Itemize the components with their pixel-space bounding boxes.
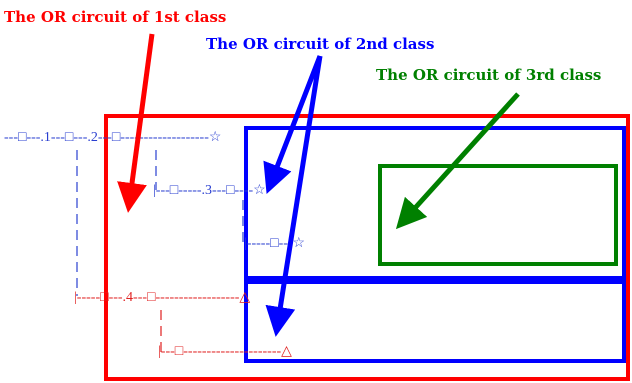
tree-row-3: |-----□---☆ bbox=[244, 236, 305, 251]
tree-row-1: ---□---.1---□---.2---□------------------… bbox=[4, 130, 221, 145]
class1-label: The OR circuit of 1st class bbox=[4, 8, 226, 26]
class2-arrow-upper bbox=[263, 55, 323, 194]
class2-arrow-lower bbox=[265, 55, 323, 337]
class3-arrow bbox=[395, 92, 520, 230]
tree-row-4: |-----□---.4---□------------------△ bbox=[74, 290, 250, 305]
class3-box bbox=[378, 164, 618, 266]
class2-box-upper bbox=[244, 126, 626, 280]
class2-label: The OR circuit of 2nd class bbox=[206, 35, 434, 53]
class1-arrow bbox=[117, 33, 155, 213]
tree-row-2: |---□-----.3---□----☆ bbox=[153, 183, 266, 198]
class1-box bbox=[104, 114, 630, 381]
tree-row-5: |---□---------------------△ bbox=[158, 344, 292, 359]
class3-label: The OR circuit of 3rd class bbox=[376, 66, 601, 84]
class2-box-lower bbox=[244, 280, 626, 363]
tree-vertical-lines bbox=[76, 150, 244, 352]
